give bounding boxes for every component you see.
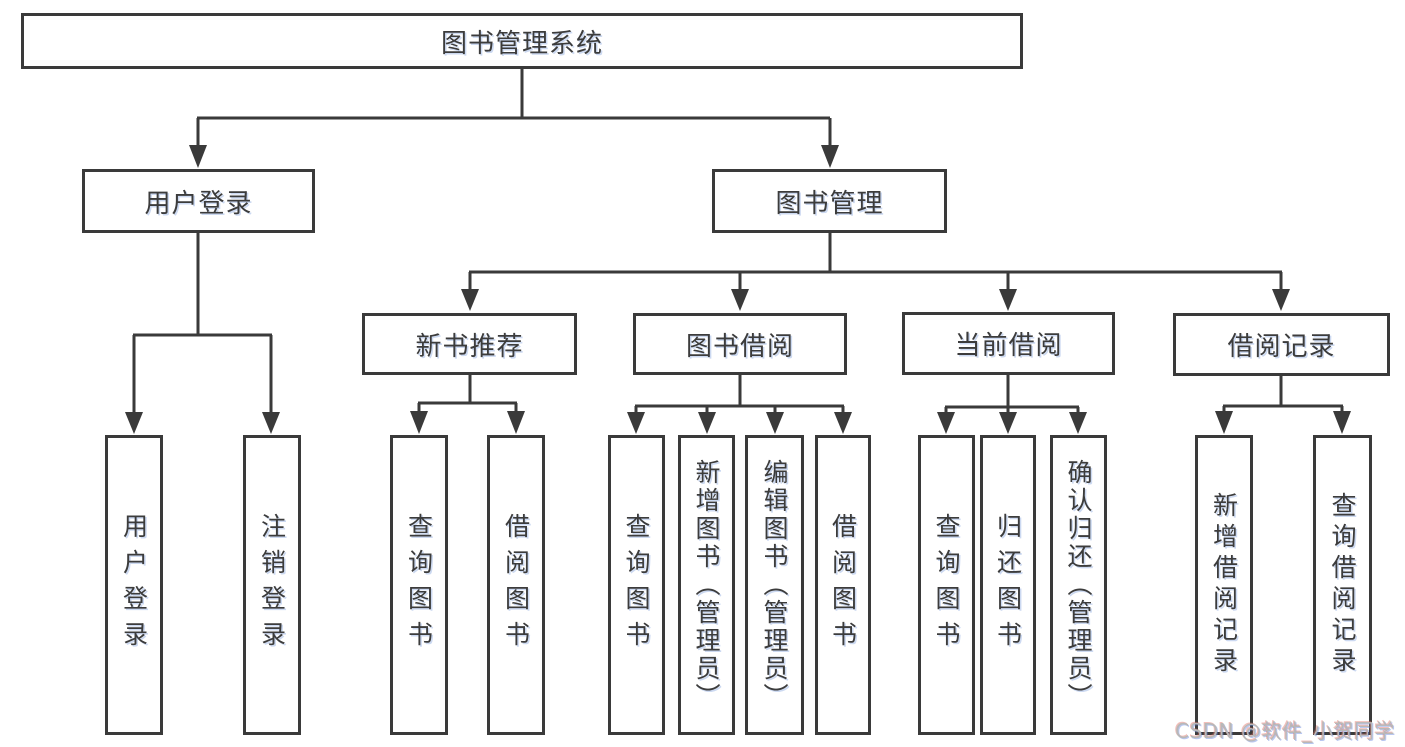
- node-new-book-recommend: 新书推荐: [362, 313, 577, 375]
- leaf-logout: 注销登录: [243, 435, 301, 735]
- leaf-nbr-borrow-books: 借阅图书: [487, 435, 545, 735]
- node-root-label: 图书管理系统: [440, 28, 603, 59]
- leaf-bb-query-books-label: 查询图书: [622, 513, 651, 657]
- leaf-br-add-record: 新增借阅记录: [1195, 435, 1253, 735]
- node-current-borrowing: 当前借阅: [902, 312, 1115, 375]
- node-borrowing-records-label: 借阅记录: [1227, 332, 1336, 362]
- node-new-book-recommend-label: 新书推荐: [415, 331, 524, 362]
- leaf-bb-edit-books-label: 编辑图书（管理员）: [760, 459, 789, 711]
- leaf-cb-return-books-label: 归还图书: [993, 513, 1023, 657]
- leaf-cb-return-books: 归还图书: [980, 435, 1036, 735]
- leaf-cb-confirm-return-label: 确认归还（管理员）: [1064, 459, 1093, 711]
- leaf-bb-add-books-label: 新增图书（管理员）: [692, 459, 721, 711]
- leaf-user-login-label: 用户登录: [119, 513, 149, 657]
- leaf-br-query-record-label: 查询借阅记录: [1328, 492, 1357, 678]
- leaf-cb-query-books-label: 查询图书: [932, 513, 961, 657]
- leaf-bb-query-books: 查询图书: [608, 435, 665, 735]
- leaf-bb-borrow-books: 借阅图书: [815, 435, 871, 735]
- node-book-borrowing-label: 图书借阅: [685, 331, 794, 362]
- leaf-nbr-borrow-books-label: 借阅图书: [501, 513, 531, 657]
- leaf-nbr-query-books-label: 查询图书: [404, 513, 434, 657]
- node-user-login-group: 用户登录: [82, 169, 315, 233]
- node-book-management: 图书管理: [712, 169, 947, 233]
- leaf-user-login: 用户登录: [105, 435, 163, 735]
- leaf-br-add-record-label: 新增借阅记录: [1209, 492, 1239, 678]
- node-current-borrowing-label: 当前借阅: [954, 331, 1063, 361]
- arrowheads: [125, 145, 1351, 434]
- node-root: 图书管理系统: [21, 13, 1023, 69]
- leaf-bb-borrow-books-label: 借阅图书: [828, 513, 858, 657]
- leaf-cb-query-books: 查询图书: [918, 435, 975, 735]
- leaf-nbr-query-books: 查询图书: [390, 435, 448, 735]
- node-book-management-label: 图书管理: [775, 188, 884, 219]
- leaf-logout-label: 注销登录: [257, 513, 287, 657]
- node-user-login-group-label: 用户登录: [144, 188, 253, 219]
- leaf-br-query-record: 查询借阅记录: [1313, 435, 1372, 735]
- leaf-bb-edit-books: 编辑图书（管理员）: [745, 435, 804, 735]
- leaf-bb-add-books: 新增图书（管理员）: [678, 435, 735, 735]
- node-borrowing-records: 借阅记录: [1173, 313, 1390, 376]
- leaf-cb-confirm-return: 确认归还（管理员）: [1050, 435, 1107, 735]
- node-book-borrowing: 图书借阅: [633, 313, 847, 375]
- csdn-watermark: CSDN @软件_小贺同学: [1175, 719, 1395, 743]
